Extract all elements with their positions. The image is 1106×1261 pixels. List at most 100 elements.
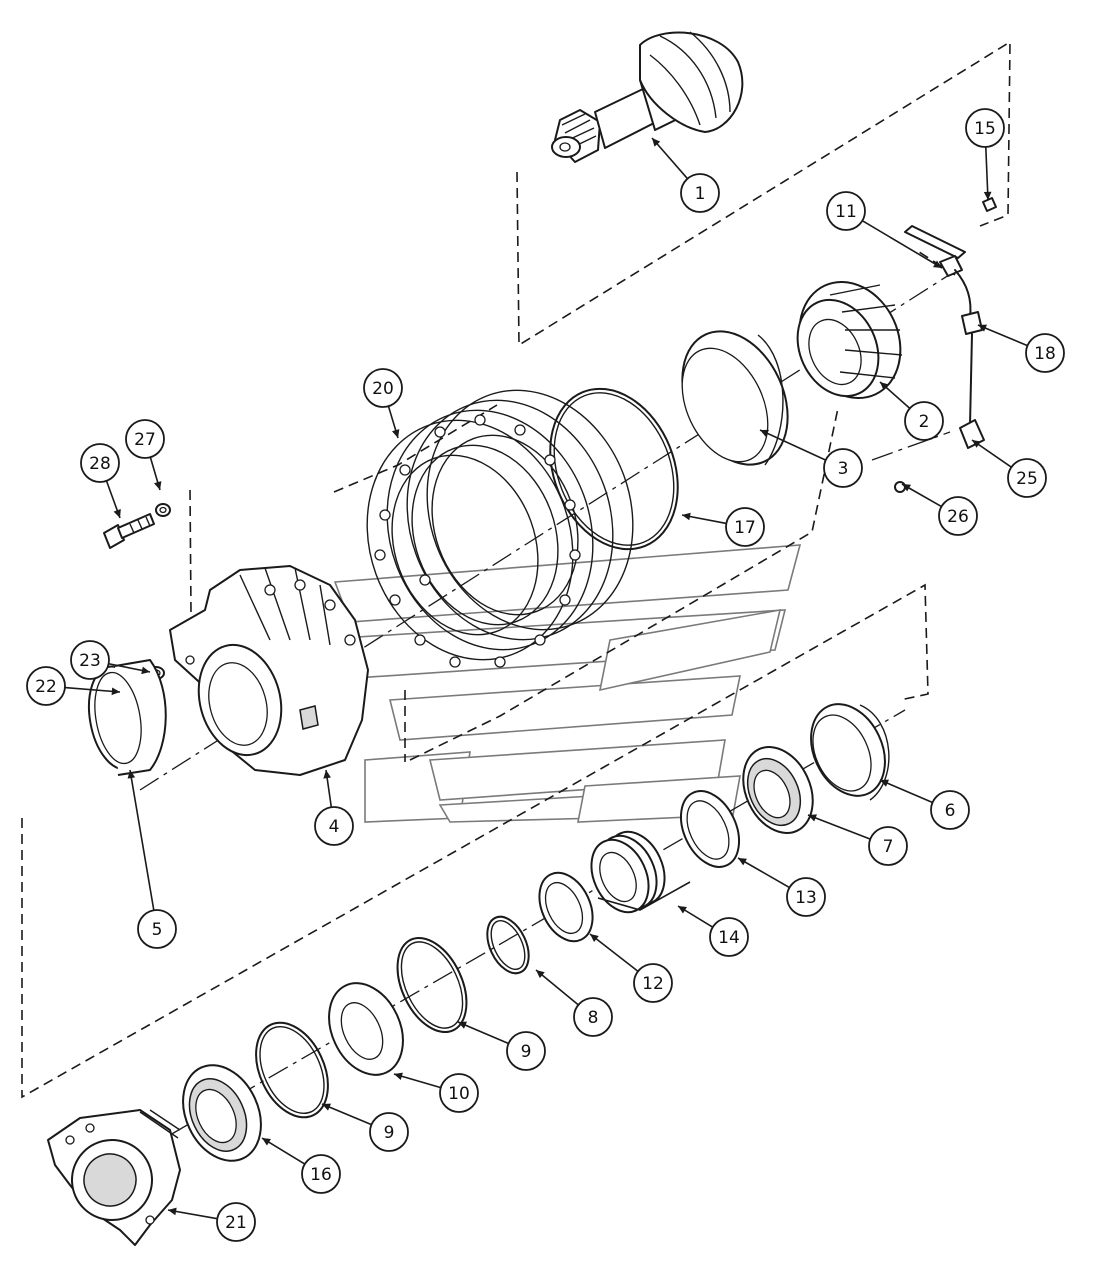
callout-circle	[680, 173, 720, 213]
disc-bolt-holes	[374, 414, 581, 668]
callout-leader-line	[261, 1137, 306, 1165]
callout-arrowhead	[168, 1207, 177, 1216]
callout-9: 9	[321, 1103, 409, 1152]
callout-number: 17	[734, 518, 756, 538]
callout-circle	[633, 963, 673, 1003]
snap-ring-part-8	[486, 915, 530, 975]
callout-circle	[786, 877, 826, 917]
disc-pack-part-20	[366, 389, 634, 668]
callout-number: 11	[835, 202, 857, 222]
watermark-logo	[308, 544, 802, 823]
callout-10: 10	[393, 1072, 479, 1113]
callout-arrowhead	[394, 1072, 403, 1080]
callout-circle	[868, 826, 908, 866]
callout-arrowhead	[141, 666, 150, 675]
shim-pack-part-14	[590, 830, 691, 914]
flange-cover-part-21	[47, 1109, 181, 1246]
thrust-washer-part-10	[328, 982, 404, 1076]
callout-number: 12	[642, 974, 664, 994]
callout-number: 28	[89, 454, 111, 474]
callout-arrowhead	[978, 324, 987, 332]
callout-12: 12	[589, 933, 673, 1003]
callout-leader-line	[984, 146, 989, 201]
tapered-bearing-part-2	[796, 280, 903, 400]
callout-arrowhead	[590, 934, 599, 943]
callout-number: 2	[919, 412, 930, 432]
callout-number: 18	[1034, 344, 1056, 364]
callout-17: 17	[681, 507, 765, 547]
callout-circle	[823, 448, 863, 488]
callout-number: 10	[448, 1084, 470, 1104]
callout-arrowhead	[323, 770, 331, 779]
callout-leader-line	[167, 1209, 218, 1220]
callout-number: 5	[152, 920, 163, 940]
callout-circle	[301, 1154, 341, 1194]
callout-number: 13	[795, 888, 817, 908]
callout-11: 11	[826, 191, 943, 269]
callout-16: 16	[261, 1137, 341, 1194]
callout-circle	[363, 368, 403, 408]
callout-arrowhead	[983, 191, 992, 200]
callout-arrowhead	[154, 481, 162, 490]
callout-number: 21	[225, 1213, 247, 1233]
callout-number: 1	[695, 184, 706, 204]
callout-circle	[826, 191, 866, 231]
callout-arrowhead	[880, 779, 889, 787]
callout-circle	[216, 1202, 256, 1242]
callout-13: 13	[737, 857, 826, 917]
callout-number: 4	[329, 817, 340, 837]
callout-15: 15	[965, 108, 1005, 201]
callout-28: 28	[80, 443, 121, 519]
callout-arrowhead	[458, 1021, 467, 1029]
callout-number: 16	[310, 1165, 332, 1185]
callout-circle	[709, 917, 749, 957]
callout-arrowhead	[880, 382, 889, 391]
callout-arrowhead	[682, 512, 691, 521]
callout-circle	[725, 507, 765, 547]
callout-arrowhead	[113, 509, 121, 518]
callout-circle	[80, 443, 120, 483]
callout-arrowhead	[322, 1103, 331, 1111]
callout-7: 7	[807, 814, 908, 866]
callout-21: 21	[167, 1202, 256, 1242]
callout-leader-line	[737, 857, 790, 889]
callout-leader-line	[64, 686, 121, 693]
callout-number: 27	[134, 430, 156, 450]
callout-leader-line	[807, 814, 871, 840]
callout-arrowhead	[678, 906, 687, 914]
callout-number: 25	[1016, 469, 1038, 489]
callout-26: 26	[901, 483, 978, 536]
callout-circle	[70, 640, 110, 680]
callout-number: 9	[384, 1123, 395, 1143]
callout-circle	[125, 419, 165, 459]
washer-part-12	[538, 871, 594, 943]
callout-number: 3	[838, 459, 849, 479]
callout-leader-line	[977, 324, 1028, 347]
pinion-shaft-part-1	[551, 31, 744, 163]
bearing-cup-part-3	[681, 330, 789, 466]
callout-leader-line	[879, 779, 933, 804]
callout-18: 18	[977, 324, 1065, 373]
callout-number: 26	[947, 507, 969, 527]
callout-arrowhead	[391, 429, 400, 438]
callout-arrowhead	[536, 970, 545, 979]
callout-circle	[137, 909, 177, 949]
group-dashed-outlines	[21, 40, 1011, 1099]
bearing-part-7	[742, 746, 814, 834]
callout-leader-line	[321, 1103, 372, 1126]
callout-arrowhead	[262, 1138, 271, 1146]
callout-1: 1	[651, 137, 720, 213]
callout-8: 8	[535, 969, 613, 1037]
callout-leader-line	[535, 969, 579, 1006]
callout-number: 22	[35, 677, 57, 697]
callout-23: 23	[70, 640, 151, 680]
hub-housing-part-4	[169, 565, 369, 776]
callout-circle	[930, 790, 970, 830]
callout-number: 8	[588, 1008, 599, 1028]
seal-part-16	[182, 1064, 262, 1162]
retaining-ring-part-9-lower	[255, 1021, 329, 1119]
callout-arrowhead	[652, 138, 661, 147]
breather-fittings	[894, 197, 997, 493]
callout-arrowhead	[902, 484, 911, 492]
callout-4: 4	[314, 769, 354, 846]
